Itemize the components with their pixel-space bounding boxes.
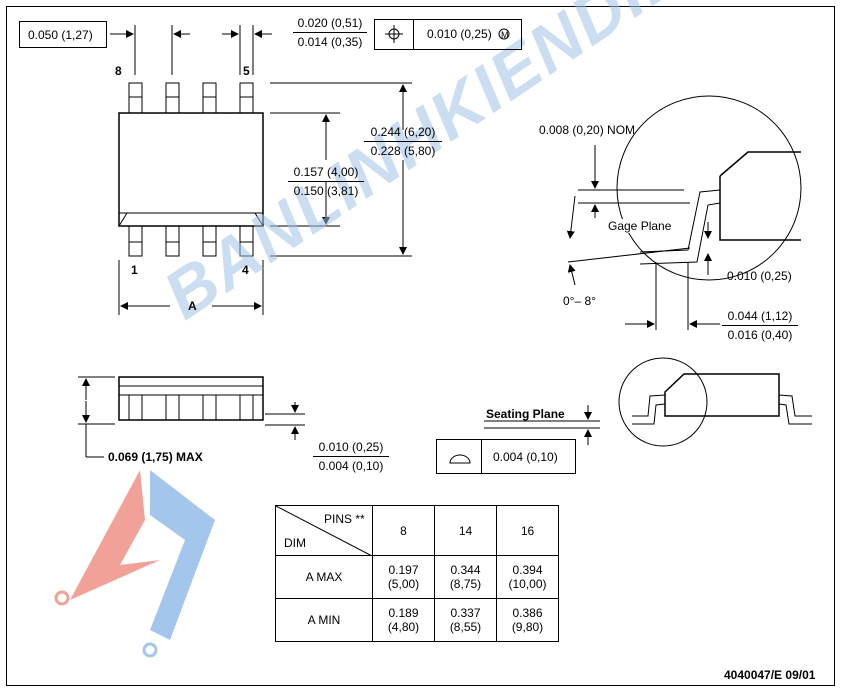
lead xyxy=(128,82,143,114)
body-width-dim: 0.157 (4,00) 0.150 (3,81) xyxy=(288,165,364,198)
drawing-code: 4040047/E 09/01 xyxy=(724,668,816,682)
body-width-min: 0.150 (3,81) xyxy=(293,184,359,198)
standoff-dim: 0.010 (0,25) 0.004 (0,10) xyxy=(313,440,389,473)
standoff-max: 0.010 (0,25) xyxy=(313,440,389,457)
lead xyxy=(202,225,217,257)
pitch-box: 0.050 (1,27) xyxy=(19,21,107,48)
gage-plane-label: Gage Plane xyxy=(608,219,672,233)
header-pins: PINS ** xyxy=(324,512,365,526)
overall-width-max: 0.244 (6,20) xyxy=(364,125,442,142)
lead xyxy=(239,225,254,257)
lead-width-dim: 0.020 (0,51) 0.014 (0,35) xyxy=(293,16,367,49)
table-row: A MAX 0.197(5,00) 0.344(8,75) 0.394(10,0… xyxy=(275,555,559,599)
lead xyxy=(165,225,180,257)
pin-1-label: 1 xyxy=(131,263,138,277)
dim-a-label: A xyxy=(188,299,197,313)
lead-width-max: 0.020 (0,51) xyxy=(293,16,367,33)
column-header: 14 xyxy=(434,505,497,556)
watermark-logo xyxy=(54,470,215,658)
table-cell: 0.189(4,80) xyxy=(372,598,435,642)
table-cell: 0.337(8,55) xyxy=(434,598,497,642)
standoff-min: 0.004 (0,10) xyxy=(318,459,384,473)
dimension-table: PINS ** DIM 8 14 16 A MAX 0.197(5,00) 0.… xyxy=(275,505,559,642)
table-cell: 0.386(9,80) xyxy=(496,598,559,642)
package-body-side xyxy=(118,376,264,421)
table-corner-cell: PINS ** DIM xyxy=(275,505,373,556)
header-dim: DIM xyxy=(284,536,306,550)
foot-length-max: 0.044 (1,12) xyxy=(722,309,798,326)
overall-width-min: 0.228 (5,80) xyxy=(370,144,436,158)
table-row: A MIN 0.189(4,80) 0.337(8,55) 0.386(9,80… xyxy=(275,598,559,642)
height-label: 0.069 (1,75) MAX xyxy=(108,450,203,464)
lead-width-min: 0.014 (0,35) xyxy=(297,35,363,49)
tolerance-value: 0.010 (0,25) xyxy=(427,27,492,41)
row-label: A MIN xyxy=(275,598,373,642)
body-width-max: 0.157 (4,00) xyxy=(288,165,364,182)
lead xyxy=(202,82,217,114)
coplanarity-value: 0.004 (0,10) xyxy=(493,450,558,464)
table-cell: 0.344(8,75) xyxy=(434,555,497,599)
column-header: 16 xyxy=(496,505,559,556)
table-cell: 0.394(10,00) xyxy=(496,555,559,599)
position-tolerance-box: 0.010 (0,25) M xyxy=(374,19,522,50)
package-body-top xyxy=(118,112,264,227)
pin-5-label: 5 xyxy=(243,64,250,78)
foot-length-min: 0.016 (0,40) xyxy=(727,328,793,342)
overall-width-dim: 0.244 (6,20) 0.228 (5,80) xyxy=(364,125,442,158)
row-label: A MAX xyxy=(275,555,373,599)
pitch-value: 0.050 (1,27) xyxy=(28,28,93,42)
pin-8-label: 8 xyxy=(115,64,122,78)
lead xyxy=(239,82,254,114)
angle-label: 0°– 8° xyxy=(563,294,596,308)
foot-length-dim: 0.044 (1,12) 0.016 (0,40) xyxy=(722,309,798,342)
table-cell: 0.197(5,00) xyxy=(372,555,435,599)
nom-label: 0.008 (0,20) NOM xyxy=(539,123,636,137)
mmc-modifier: M xyxy=(501,30,509,40)
drawing-frame xyxy=(6,6,835,686)
pin-4-label: 4 xyxy=(242,263,249,277)
lead xyxy=(165,82,180,114)
detail-circle xyxy=(616,95,802,281)
gage-value: 0.010 (0,25) xyxy=(727,269,792,283)
lead xyxy=(128,225,143,257)
seating-plane-label: Seating Plane xyxy=(486,407,565,421)
column-header: 8 xyxy=(372,505,435,556)
flatness-box: 0.004 (0,10) xyxy=(436,439,576,474)
